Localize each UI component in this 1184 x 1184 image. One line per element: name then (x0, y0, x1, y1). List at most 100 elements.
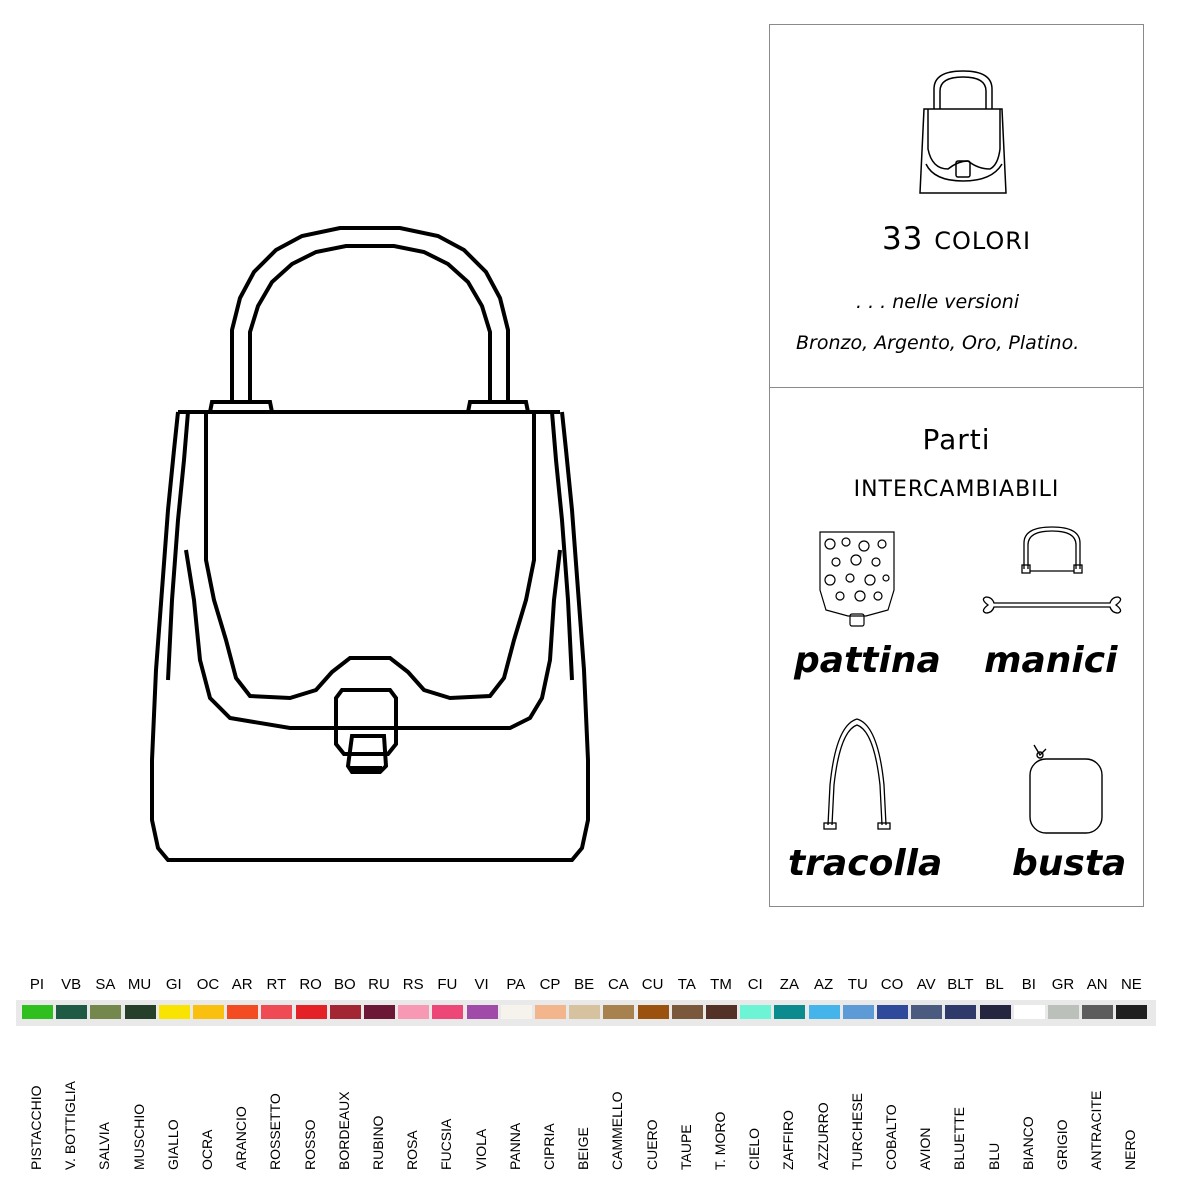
color-name-row: PISTACCHIO V. BOTTIGLIA SALVIA MUSCHIO GIALL… (0, 1044, 1184, 1170)
part-label-manici: manici (984, 640, 1118, 681)
color-swatch-av (911, 1005, 943, 1019)
color-code-az: AZ (814, 976, 834, 993)
color-code-be: BE (574, 976, 595, 993)
shoulder-strap-icon (823, 718, 891, 830)
color-code-an: AN (1086, 976, 1108, 993)
colors-count: 33 (881, 221, 924, 257)
color-swatch-an (1082, 1005, 1114, 1019)
color-swatch-tm (706, 1005, 737, 1019)
color-name-vb: V. BOTTIGLIA (62, 1081, 79, 1170)
color-swatch-co (877, 1005, 908, 1019)
color-swatch-ta (671, 1005, 703, 1019)
color-swatch-tu (842, 1005, 874, 1019)
color-name-rs: ROSA (404, 1130, 421, 1170)
part-label-pattina: pattina (794, 640, 941, 681)
color-swatch-rt (261, 1005, 293, 1019)
handbag-illustration-icon (150, 226, 590, 862)
color-code-sa: SA (95, 976, 116, 993)
color-name-rt: ROSSETTO (267, 1093, 284, 1170)
pouch-icon (1029, 744, 1103, 834)
color-code-cu: CU (641, 976, 664, 993)
color-swatch-rs (398, 1005, 430, 1019)
color-name-ci: CIELO (746, 1127, 763, 1170)
color-name-an: ANTRACITE (1088, 1090, 1105, 1170)
color-swatch-pi (22, 1005, 53, 1019)
colors-count-title: 33 colori (770, 221, 1143, 257)
color-code-ru: RU (368, 976, 390, 993)
color-name-fu: FUCSIA (438, 1118, 455, 1170)
color-code-za: ZA (779, 976, 799, 993)
color-swatch-bi (1013, 1005, 1045, 1019)
color-name-vi: VIOLA (472, 1128, 489, 1170)
color-name-za: ZAFFIRO (780, 1110, 797, 1170)
parts-title-line1: Parti (922, 423, 991, 456)
color-swatch-ca (603, 1005, 635, 1019)
color-name-ar: ARANCIO (233, 1106, 250, 1170)
color-code-bo: BO (333, 976, 356, 993)
color-code-oc: OC (196, 976, 220, 993)
flap-icon (819, 531, 895, 627)
color-swatch-fu (432, 1005, 464, 1019)
color-swatch-az (808, 1005, 840, 1019)
color-code-co: CO (880, 976, 904, 993)
color-code-vi: VI (474, 976, 489, 993)
color-code-vb: VB (61, 976, 82, 993)
color-name-az: AZZURRO (814, 1102, 831, 1170)
color-name-cp: CIPRIA (541, 1123, 557, 1170)
color-swatch-za (774, 1005, 806, 1019)
color-name-ta: TAUPE (677, 1124, 694, 1170)
color-name-blt: BLUETTE (951, 1106, 968, 1170)
part-label-tracolla: tracolla (788, 843, 943, 884)
color-name-be: BEIGE (575, 1127, 592, 1170)
color-code-ro: RO (299, 976, 322, 993)
color-name-mu: MUSCHIO (130, 1103, 147, 1170)
color-swatch-bl (979, 1005, 1011, 1019)
color-swatch-bo (329, 1005, 361, 1019)
color-code-rt: RT (266, 976, 287, 993)
color-name-cu: CUERO (643, 1119, 660, 1170)
color-code-av: AV (916, 976, 936, 993)
color-code-tu: TU (847, 976, 868, 993)
color-code-mu: MU (127, 976, 152, 993)
panel-divider (770, 387, 1143, 388)
handles-icon (982, 526, 1122, 614)
color-code-pa: PA (506, 976, 526, 993)
color-code-bl: BL (985, 976, 1004, 993)
color-name-gi: GIALLO (164, 1119, 181, 1170)
color-code-gr: GR (1051, 976, 1075, 993)
color-code-ca: CA (607, 976, 629, 993)
color-code-gi: GI (165, 976, 182, 993)
color-swatch-mu (124, 1005, 156, 1019)
color-swatch-ru (364, 1005, 395, 1019)
color-name-sa: SALVIA (96, 1122, 113, 1170)
color-code-ta: TA (677, 976, 696, 993)
color-swatch-gr (1048, 1005, 1079, 1019)
color-name-gr: GRIGIO (1054, 1119, 1070, 1170)
color-swatch-sa (90, 1005, 122, 1019)
color-name-bl: BLU (985, 1142, 1002, 1170)
versions-list: Bronzo, Argento, Oro, Platino. (796, 332, 1080, 354)
color-swatch-cp (535, 1005, 566, 1019)
color-name-bo: BORDEAUX (335, 1091, 352, 1170)
color-code-ci: CI (747, 976, 763, 993)
handbag-small-icon (919, 70, 1007, 194)
color-swatch-cu (637, 1005, 669, 1019)
color-code-ne: NE (1120, 976, 1142, 993)
color-swatch-ci (740, 1005, 772, 1019)
color-swatch-ne (1116, 1005, 1148, 1019)
color-swatch-gi (158, 1005, 190, 1019)
color-swatch-vi (466, 1005, 498, 1019)
color-name-co: COBALTO (883, 1104, 899, 1170)
color-name-ru: RUBINO (370, 1115, 386, 1170)
color-name-ne: NERO (1122, 1129, 1139, 1170)
color-code-blt: BLT (947, 976, 974, 993)
color-name-pi: PISTACCHIO (28, 1085, 44, 1170)
color-code-rs: RS (402, 976, 424, 993)
color-code-cp: CP (539, 976, 561, 993)
color-name-ro: ROSSO (301, 1119, 318, 1170)
color-code-tm: TM (710, 976, 732, 993)
swatch-row (0, 1005, 1184, 1021)
color-name-oc: OCRA (199, 1129, 215, 1170)
